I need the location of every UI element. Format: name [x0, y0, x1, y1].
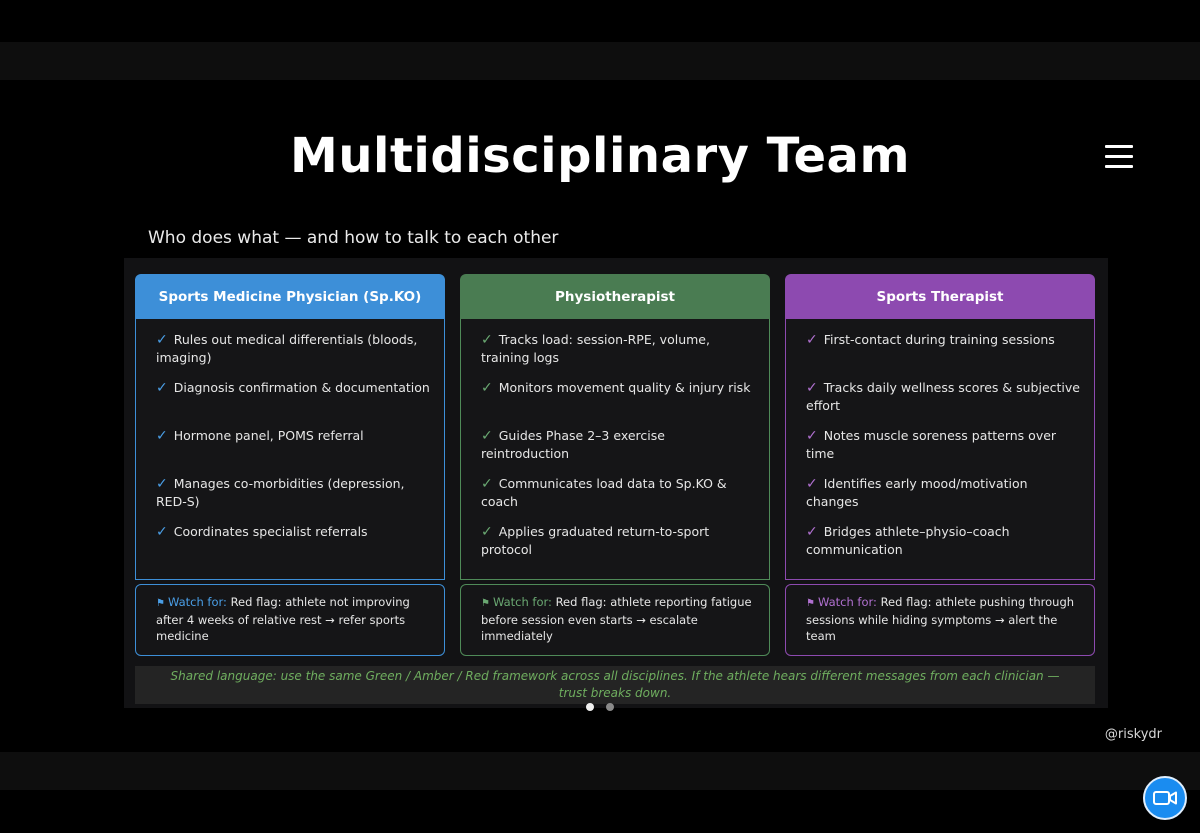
check-icon: ✓ — [156, 476, 168, 492]
column-body: ✓Rules out medical differentials (bloods… — [135, 319, 445, 580]
list-item: ✓Communicates load data to Sp.KO & coach — [481, 476, 727, 509]
list-item: ✓Coordinates specialist referrals — [156, 524, 368, 540]
hamburger-menu-icon[interactable] — [1105, 145, 1133, 171]
watch-for-box: ⚑Watch for: Red flag: athlete reporting … — [460, 584, 770, 656]
column-physiotherapist: Physiotherapist ✓Tracks load: session-RP… — [460, 274, 770, 656]
check-icon: ✓ — [156, 524, 168, 540]
list-item: ✓Manages co-morbidities (depression, RED… — [156, 476, 405, 509]
column-body: ✓Tracks load: session-RPE, volume, train… — [460, 319, 770, 580]
bottom-bar — [0, 752, 1200, 790]
list-item: ✓Rules out medical differentials (bloods… — [156, 332, 418, 365]
list-item: ✓Applies graduated return-to-sport proto… — [481, 524, 710, 557]
check-icon: ✓ — [156, 332, 168, 348]
video-camera-button[interactable] — [1143, 776, 1187, 820]
watch-for-label: Watch for: — [167, 595, 227, 609]
check-icon: ✓ — [481, 380, 493, 396]
column-header: Sports Medicine Physician (Sp.KO) — [135, 274, 445, 319]
check-icon: ✓ — [481, 524, 493, 540]
column-sports-therapist: Sports Therapist ✓First-contact during t… — [785, 274, 1095, 656]
author-handle: @riskydr — [1104, 727, 1162, 742]
list-item: ✓Guides Phase 2–3 exercise reintroductio… — [481, 428, 665, 461]
check-icon: ✓ — [481, 476, 493, 492]
list-item: ✓Notes muscle soreness patterns over tim… — [806, 428, 1057, 461]
list-item: ✓First-contact during training sessions — [806, 332, 1055, 348]
flag-icon: ⚑ — [481, 598, 490, 609]
check-icon: ✓ — [806, 476, 818, 492]
list-item: ✓Monitors movement quality & injury risk — [481, 380, 751, 396]
pagination-dots — [586, 703, 614, 711]
watch-for-label: Watch for: — [492, 595, 552, 609]
video-camera-icon — [1153, 791, 1177, 805]
flag-icon: ⚑ — [806, 598, 815, 609]
shared-language-note: Shared language: use the same Green / Am… — [135, 666, 1095, 704]
top-bar — [0, 42, 1200, 80]
column-body: ✓First-contact during training sessions … — [785, 319, 1095, 580]
pagination-dot-1[interactable] — [586, 703, 594, 711]
check-icon: ✓ — [806, 380, 818, 396]
watch-for-text: Red flag: athlete not improving after 4 … — [156, 595, 410, 643]
watch-for-text: Red flag: athlete reporting fatigue befo… — [481, 595, 752, 643]
page-title: Multidisciplinary Team — [290, 128, 910, 184]
column-header: Sports Therapist — [785, 274, 1095, 319]
check-icon: ✓ — [806, 332, 818, 348]
slide-subtitle: Who does what — and how to talk to each … — [148, 228, 559, 248]
check-icon: ✓ — [806, 428, 818, 444]
check-icon: ✓ — [481, 428, 493, 444]
check-icon: ✓ — [806, 524, 818, 540]
list-item: ✓Tracks daily wellness scores & subjecti… — [806, 380, 1080, 413]
check-icon: ✓ — [156, 380, 168, 396]
column-sports-medicine-physician: Sports Medicine Physician (Sp.KO) ✓Rules… — [135, 274, 445, 656]
pagination-dot-2[interactable] — [606, 703, 614, 711]
list-item: ✓Identifies early mood/motivation change… — [806, 476, 1028, 509]
watch-for-label: Watch for: — [817, 595, 877, 609]
column-header: Physiotherapist — [460, 274, 770, 319]
flag-icon: ⚑ — [156, 598, 165, 609]
list-item: ✓Tracks load: session-RPE, volume, train… — [481, 332, 710, 365]
check-icon: ✓ — [156, 428, 168, 444]
list-item: ✓Hormone panel, POMS referral — [156, 428, 364, 444]
slide-content: Sports Medicine Physician (Sp.KO) ✓Rules… — [124, 258, 1108, 708]
watch-for-box: ⚑Watch for: Red flag: athlete pushing th… — [785, 584, 1095, 656]
watch-for-text: Red flag: athlete pushing through sessio… — [806, 595, 1075, 643]
watch-for-box: ⚑Watch for: Red flag: athlete not improv… — [135, 584, 445, 656]
check-icon: ✓ — [481, 332, 493, 348]
list-item: ✓Diagnosis confirmation & documentation — [156, 380, 430, 396]
list-item: ✓Bridges athlete–physio–coach communicat… — [806, 524, 1010, 557]
